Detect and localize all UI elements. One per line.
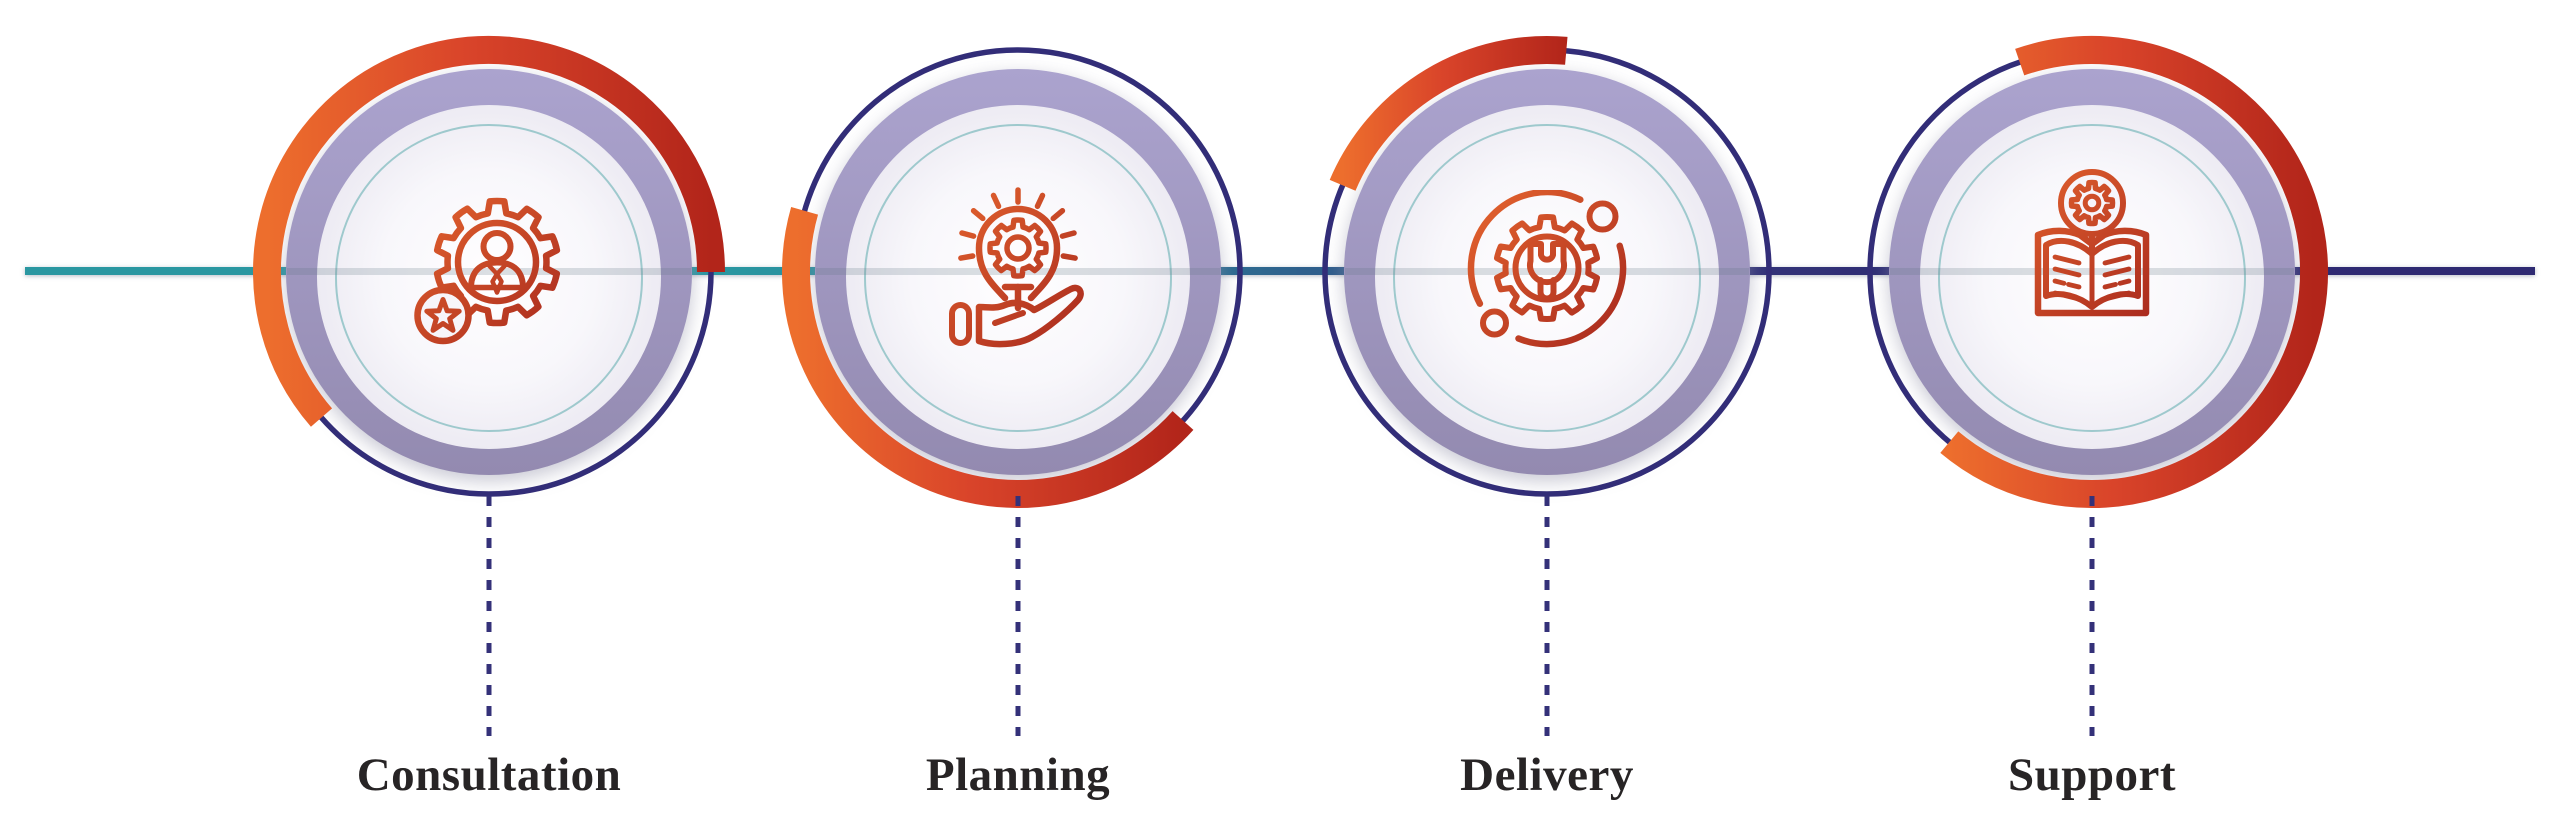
teal-inner-circle	[1938, 124, 2246, 432]
step-circle-consultation	[253, 35, 725, 736]
book-gear-icon	[2034, 169, 2150, 317]
gear-person-star-icon	[414, 197, 561, 345]
teal-inner-circle	[1393, 124, 1701, 432]
step-label-delivery: Delivery	[1460, 749, 1634, 801]
step-circle-planning	[782, 47, 1243, 736]
step-label-support: Support	[2007, 749, 2177, 801]
progress-arc	[1940, 36, 2328, 508]
lightbulb-gear-hand-icon	[949, 187, 1084, 348]
faint-crossing-line	[816, 268, 1220, 275]
progress-arc	[1329, 36, 1568, 191]
wrench-gear-orbit-icon	[1467, 190, 1627, 348]
progress-arc	[782, 206, 1194, 508]
timeline-line	[25, 267, 2535, 275]
faint-crossing-line	[1345, 268, 1749, 275]
step-label-planning: Planning	[925, 749, 1111, 801]
faint-crossing-line	[287, 268, 691, 275]
teal-inner-circle	[864, 124, 1172, 432]
progress-arc	[253, 35, 725, 427]
inner-disc	[317, 105, 661, 449]
step-circle-support	[1867, 36, 2328, 736]
step-label-consultation: Consultation	[356, 749, 622, 801]
steps-layer	[253, 35, 2328, 736]
inner-disc	[1375, 105, 1719, 449]
step-circle-delivery	[1322, 36, 1772, 736]
teal-inner-circle	[335, 124, 643, 432]
